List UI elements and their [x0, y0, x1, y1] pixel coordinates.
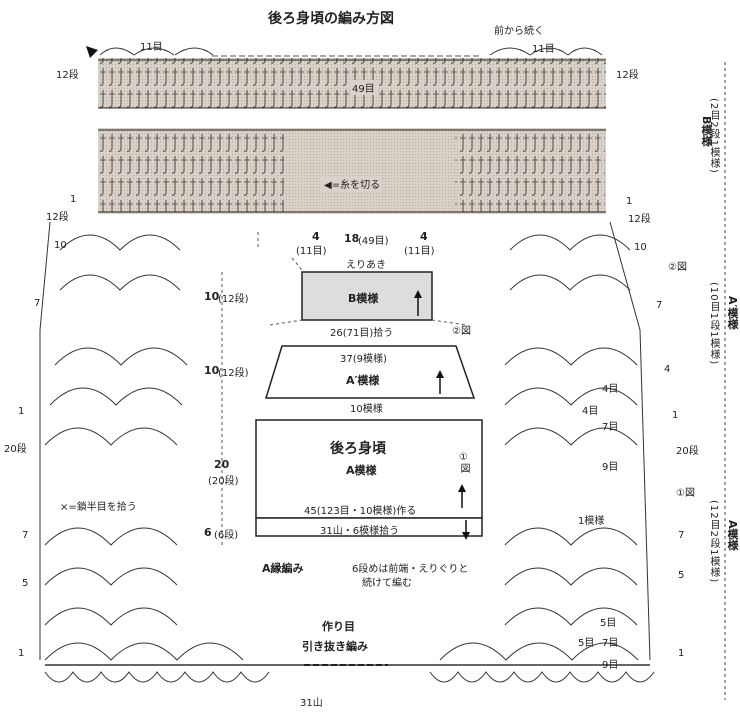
a2-base-label: 10模様 [350, 404, 383, 415]
b-box-label: B模様 [348, 292, 379, 305]
pattern-a-note: (12目2段1模様) [708, 500, 719, 584]
height-label: 20 [214, 458, 230, 471]
legend-x: ×=鎖半目を拾う [60, 502, 137, 513]
pattern-b-note: (2目2段1模様) [708, 98, 719, 174]
a2-top-label: 37(9模様) [340, 354, 387, 365]
mid-band-left-stitches [98, 130, 284, 212]
count-label: 5目 [578, 638, 595, 649]
count-label: 5目 [600, 618, 617, 629]
top-right-stitches: 11目 [532, 44, 555, 55]
top-chain-right [489, 47, 603, 56]
neck-label: えりあき [346, 260, 386, 271]
schematic-guides [221, 232, 467, 548]
left-row-12: 12段 [56, 70, 79, 81]
continue-label: 前から続く [494, 26, 544, 37]
height-sub: (20段) [208, 476, 239, 487]
top-rows [98, 59, 606, 213]
right-row-12: 12段 [616, 70, 639, 81]
pattern-a2-label: A′模様 [726, 296, 739, 330]
row-label: 7 [22, 530, 29, 541]
row-label: 5 [22, 578, 29, 589]
bottom-scallops-right [429, 671, 655, 683]
schematic-edge-box [255, 517, 483, 537]
a2-box-label: A′模様 [346, 374, 380, 387]
body-title: 後ろ身頃 [330, 441, 386, 457]
row-label: 20段 [676, 446, 699, 457]
right-lace-rows [439, 221, 651, 661]
cut-marker [86, 46, 98, 58]
fig2-ref: ②図 [452, 326, 471, 337]
sch-top-right-num: 4 [420, 230, 428, 243]
sch-top-right-sub: (11目) [404, 246, 435, 257]
sch-top-left-sub: (11目) [296, 246, 327, 257]
edge-note-2: 続けて編む [362, 578, 412, 589]
row-label: 12段 [46, 212, 69, 223]
row-label: 10 [54, 240, 67, 251]
edge-pick-label: 31山・6模様拾う [320, 526, 400, 537]
edge-note-1: 6段めは前端・えりぐりと [352, 564, 469, 575]
fig2-ref-right: ②図 [668, 262, 687, 273]
schematic-b-box [301, 271, 433, 321]
body-pattern: A模様 [346, 464, 377, 477]
row-label: 7 [34, 298, 41, 309]
edge-label: A縁編み [262, 562, 304, 575]
mid-band-right-stitches [455, 130, 605, 212]
height-label: 10 [204, 290, 220, 303]
row-label: 20段 [4, 444, 27, 455]
height-sub: (12段) [218, 368, 249, 379]
row-label: 7 [656, 300, 663, 311]
cut-yarn-note: ◀=糸を切る [322, 176, 383, 191]
fig1-ref-right: ①図 [676, 488, 695, 499]
left-lace-rows [39, 221, 244, 661]
row-label: 1 [626, 196, 633, 207]
height-label: 6 [204, 526, 212, 539]
bottom-count: 31山 [300, 698, 323, 709]
count-label: 1模様 [578, 516, 605, 527]
row-label: 1 [70, 194, 77, 205]
diagram-title: 後ろ身頃の編み方図 [268, 11, 394, 27]
count-label: 4目 [582, 406, 599, 417]
row-label: 1 [18, 406, 25, 417]
pattern-a2-note: (10目1段1模様) [708, 282, 719, 366]
bottom-scallops-left [44, 671, 270, 683]
height-label: 10 [204, 364, 220, 377]
foundation-label: 作り目 [322, 620, 355, 633]
b-base-label: 26(71目)拾う [330, 328, 394, 339]
count-label: 9目 [602, 660, 619, 671]
row-label: 1 [672, 410, 679, 421]
count-label: 4目 [602, 384, 619, 395]
row-label: 1 [678, 648, 685, 659]
sch-top-mid-num: 18 [344, 232, 360, 245]
top-chain-left [99, 47, 214, 56]
row-label: 10 [634, 242, 647, 253]
height-sub: (6段) [214, 530, 239, 541]
count-label: 7目 [602, 638, 619, 649]
count-label: 7目 [602, 422, 619, 433]
body-start-label: 45(123目・10模様)作る [304, 506, 417, 517]
height-sub: (12段) [218, 294, 249, 305]
row-label: 5 [678, 570, 685, 581]
row-label: 1 [18, 648, 25, 659]
fig1-ref: ①図 [458, 452, 469, 473]
count-label: 9目 [602, 462, 619, 473]
row-label: 12段 [628, 214, 651, 225]
sch-top-left-num: 4 [312, 230, 320, 243]
center-stitches: 49目 [350, 80, 377, 95]
row-label: 7 [678, 530, 685, 541]
row-label: 4 [664, 364, 671, 375]
pattern-a-label: A模様 [726, 520, 739, 551]
schematic-a2-trapezoid [264, 345, 476, 399]
foundation-method: 引き抜き編み [302, 640, 368, 653]
schematic-body-box [255, 419, 483, 519]
sch-top-mid-sub: (49目) [358, 236, 389, 247]
top-left-stitches: 11目 [140, 42, 163, 53]
pattern-b-label: B模様 [700, 116, 713, 147]
